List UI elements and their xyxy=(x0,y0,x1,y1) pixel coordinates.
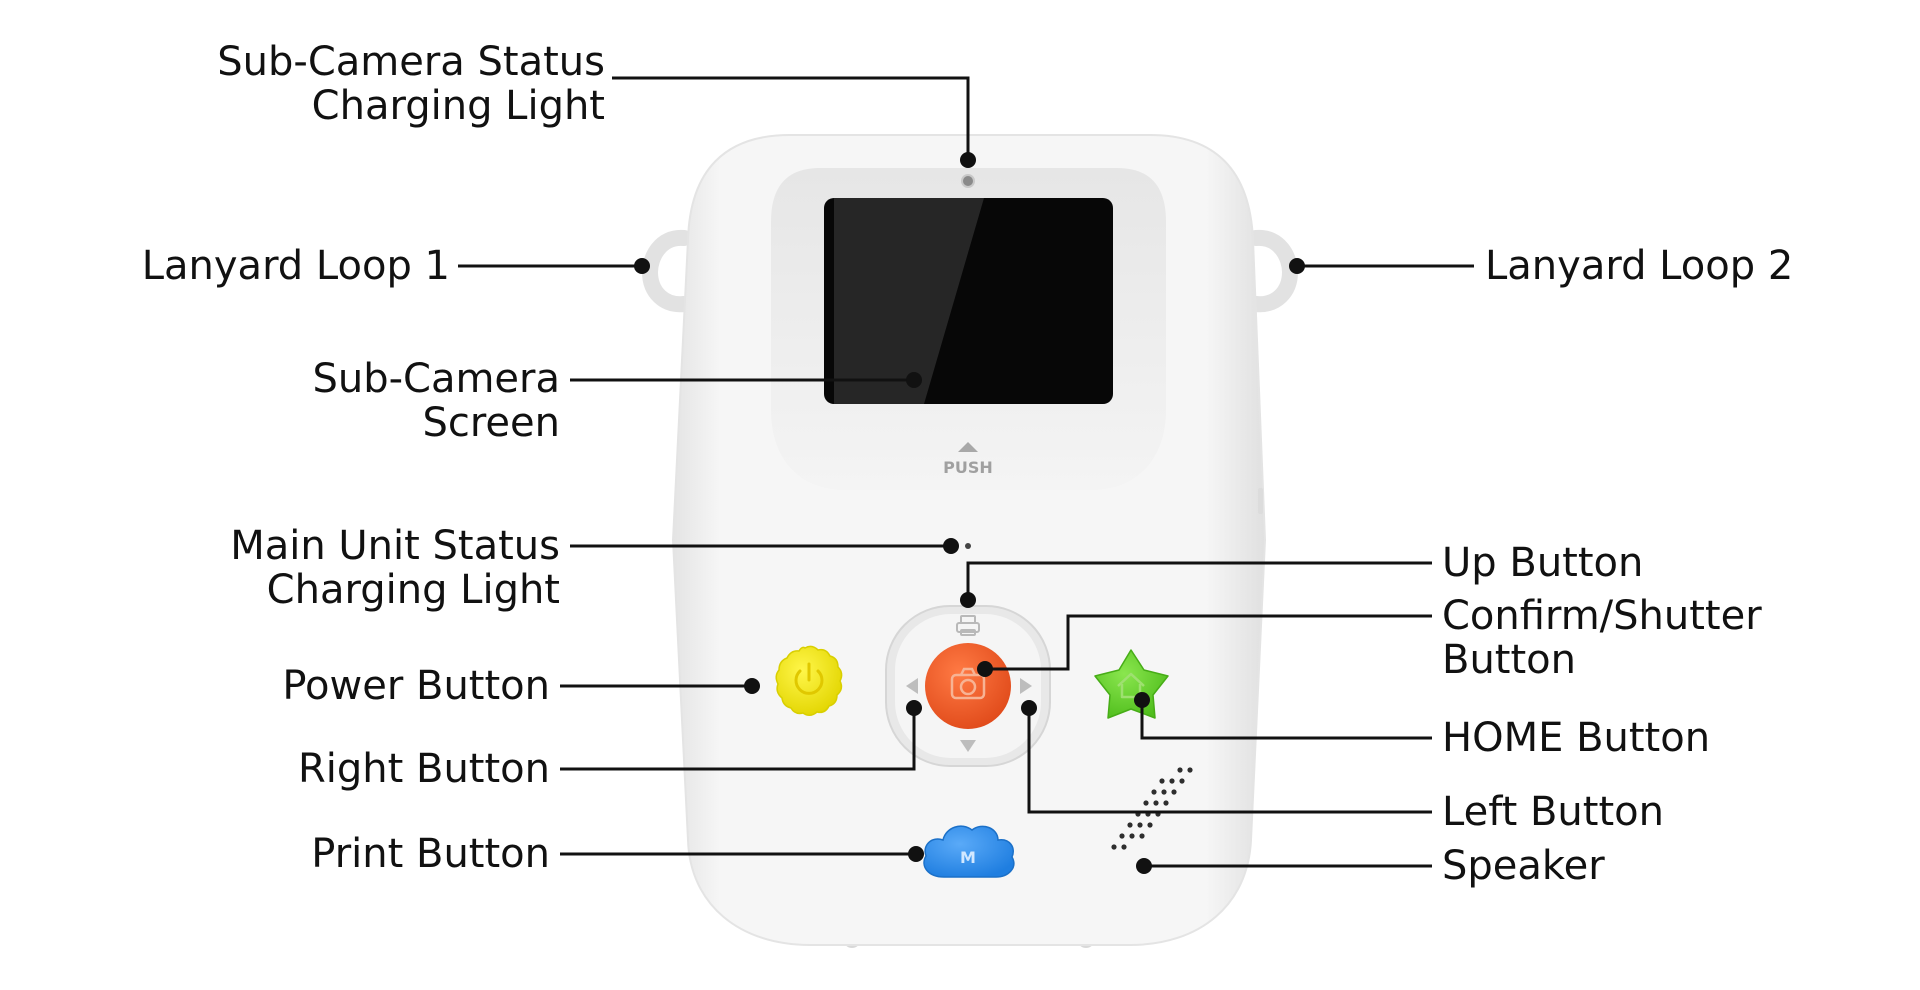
label-speaker: Speaker xyxy=(1442,844,1902,888)
main-unit-status-light xyxy=(965,543,971,549)
leader-right-button xyxy=(560,708,916,771)
speaker-hole xyxy=(1151,789,1157,795)
leader-dots xyxy=(634,152,1305,874)
lanyard-loop-1 xyxy=(641,229,692,313)
label-line: Main Unit Status xyxy=(230,523,560,569)
down-arrow-icon xyxy=(960,740,976,752)
label-home-button: HOME Button xyxy=(1442,716,1902,760)
leader-left-button xyxy=(1027,708,1432,814)
label-line: Power Button xyxy=(282,663,550,709)
leader-home-button xyxy=(1140,700,1432,740)
label-left-button: Left Button xyxy=(1442,790,1902,834)
label-line: Sub-Camera xyxy=(312,356,560,402)
label-line: Lanyard Loop 1 xyxy=(141,243,450,289)
lanyard-loop-2 xyxy=(1248,229,1299,313)
speaker-hole xyxy=(1159,778,1165,784)
speaker-hole xyxy=(1171,789,1177,795)
leader-sub-camera-status-light xyxy=(612,76,970,160)
leader-up-button xyxy=(966,561,1432,600)
label-power-button: Power Button xyxy=(130,664,550,708)
speaker-hole xyxy=(1119,833,1125,839)
label-main-unit-status-light: Main Unit Status Charging Light xyxy=(130,524,560,612)
camera-icon xyxy=(950,667,986,700)
push-text: PUSH xyxy=(943,458,993,477)
label-print-button: Print Button xyxy=(130,832,550,876)
speaker-hole xyxy=(1179,778,1185,784)
print-button[interactable]: M xyxy=(923,825,1015,878)
speaker-hole xyxy=(1139,833,1145,839)
leader-confirm-shutter-button xyxy=(985,614,1432,671)
speaker-hole xyxy=(1111,844,1117,850)
label-line: Confirm/Shutter xyxy=(1442,593,1762,639)
speaker-hole xyxy=(1169,778,1175,784)
sub-camera-status-light xyxy=(961,174,975,188)
speaker-hole xyxy=(1187,767,1193,773)
label-up-button: Up Button xyxy=(1442,541,1902,585)
label-lanyard-loop-2: Lanyard Loop 2 xyxy=(1485,244,1905,288)
speaker-hole xyxy=(1163,800,1169,806)
speaker-hole xyxy=(1143,800,1149,806)
speaker-hole xyxy=(1127,822,1133,828)
label-right-button: Right Button xyxy=(130,747,550,791)
label-sub-camera-status-light: Sub-Camera Status Charging Light xyxy=(140,40,605,128)
label-lanyard-loop-1: Lanyard Loop 1 xyxy=(100,244,450,288)
power-icon xyxy=(794,662,824,695)
label-line: HOME Button xyxy=(1442,715,1711,761)
speaker-hole xyxy=(1177,767,1183,773)
speaker-hole xyxy=(1121,844,1127,850)
printer-icon xyxy=(956,615,980,636)
print-button-letter: M xyxy=(960,848,976,867)
label-line: Print Button xyxy=(311,831,550,877)
label-line: Lanyard Loop 2 xyxy=(1485,243,1794,289)
speaker-hole xyxy=(1153,800,1159,806)
label-sub-camera-screen: Sub-Camera Screen xyxy=(160,357,560,445)
right-arrow-icon xyxy=(1020,678,1032,694)
label-line: Button xyxy=(1442,637,1576,683)
label-line: Left Button xyxy=(1442,789,1664,835)
home-icon xyxy=(1117,672,1145,699)
label-line: Charging Light xyxy=(266,567,560,613)
label-confirm-shutter-button: Confirm/Shutter Button xyxy=(1442,594,1912,682)
label-line: Screen xyxy=(422,400,560,446)
push-arrow-icon xyxy=(958,442,978,452)
speaker-hole xyxy=(1137,822,1143,828)
label-line: Sub-Camera Status xyxy=(217,39,605,85)
speaker-hole xyxy=(1161,789,1167,795)
label-line: Charging Light xyxy=(311,83,605,129)
label-line: Up Button xyxy=(1442,540,1644,586)
speaker-hole xyxy=(1129,833,1135,839)
leader-lines xyxy=(458,76,1474,868)
confirm-shutter-button[interactable] xyxy=(925,643,1011,729)
power-button[interactable] xyxy=(775,645,843,716)
left-arrow-icon xyxy=(906,678,918,694)
speaker-hole xyxy=(1147,822,1153,828)
label-line: Speaker xyxy=(1442,843,1605,889)
label-line: Right Button xyxy=(297,746,550,792)
